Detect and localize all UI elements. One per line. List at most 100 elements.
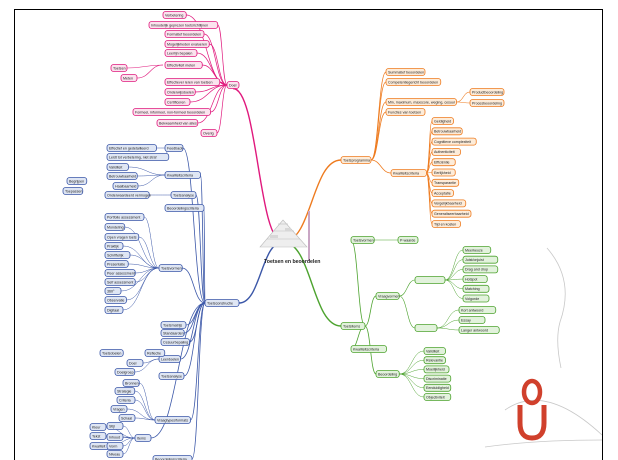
green-open-leaf[interactable]: Langer antwoord: [459, 327, 499, 334]
blue-leaf-node[interactable]: Niveau: [107, 451, 123, 458]
orange-criterion-node[interactable]: Authenticiteit: [432, 148, 461, 155]
green-quality-leaf[interactable]: Validiteit: [424, 348, 446, 355]
blue-leaf-node[interactable]: Self assessment: [105, 279, 135, 286]
blue-leaf-node[interactable]: Bronnen: [123, 380, 139, 387]
orange-criterion-node[interactable]: Cognitieve complexiteit: [432, 138, 476, 145]
orange-item-node[interactable]: Functies van toetsen: [386, 109, 425, 116]
blue-leaf-node[interactable]: Observatie: [105, 297, 127, 304]
blue-leaf-node[interactable]: Effectief en gedetailleerd: [107, 145, 157, 152]
blue-leaf-node[interactable]: Digitaal: [105, 307, 123, 314]
green-group-node[interactable]: Vraagvormen: [376, 293, 399, 300]
blue-group-node[interactable]: Toetsmatrijs: [161, 322, 186, 329]
orange-item-node[interactable]: Competentiegericht beoordelen: [386, 79, 441, 86]
blue-group-node[interactable]: Vraagtypes/formats: [155, 417, 191, 424]
blue-side-node[interactable]: Reflectie: [145, 350, 165, 357]
pink-sub-node[interactable]: Toetsen: [111, 65, 127, 72]
green-open-node[interactable]: [415, 325, 437, 332]
blue-leaf-node[interactable]: Kleur: [90, 424, 106, 431]
green-open-leaf[interactable]: Essay: [459, 317, 485, 324]
pink-item-node[interactable]: Effectiever leren van toetsen: [165, 79, 220, 86]
blue-leaf-node[interactable]: Portfolio assessment: [105, 214, 144, 221]
pink-item-node[interactable]: Formatief beoordelen: [165, 31, 204, 38]
blue-leaf-node[interactable]: Leidt tot verbetering, niet straf: [107, 154, 169, 161]
blue-group-node[interactable]: Items: [135, 435, 151, 442]
green-closed-leaf[interactable]: Meerkeuze: [463, 247, 491, 254]
orange-criterion-node[interactable]: Transparantie: [432, 179, 459, 186]
pink-item-node[interactable]: Leerlijn bepalen: [165, 50, 197, 57]
blue-leaf-node[interactable]: Onderwaardeerd vermogen: [105, 192, 151, 199]
pink-item-node[interactable]: Certificeren: [165, 99, 190, 106]
orange-item-node[interactable]: Kwaliteitscriteria: [391, 170, 427, 177]
blue-group-node[interactable]: Beoordelingscriteria: [165, 205, 204, 212]
orange-criterion-node[interactable]: Geldigheid: [432, 118, 454, 125]
blue-leaf-node[interactable]: Presentatie: [105, 261, 128, 268]
pink-item-node[interactable]: Verbetering: [163, 12, 186, 19]
green-open-leaf[interactable]: Kort antwoord: [459, 307, 496, 314]
green-closed-leaf[interactable]: Hotspot: [463, 276, 487, 283]
pink-item-node[interactable]: Overig: [201, 130, 217, 137]
orange-criterion-node[interactable]: Tijd en kosten: [432, 221, 461, 228]
blue-group-node[interactable]: Beoordelingscriteria: [153, 456, 192, 460]
blue-group-node[interactable]: Toetsanalyse: [159, 373, 184, 380]
blue-leaf-node[interactable]: Stijl: [107, 423, 123, 430]
blue-leaf-node[interactable]: Inhoud: [107, 434, 123, 441]
blue-group-node[interactable]: Toetsvormen: [159, 265, 182, 272]
blue-leaf-node[interactable]: Validiteit: [107, 164, 129, 171]
pink-item-node[interactable]: Onderwijsdoelen: [165, 89, 195, 96]
pink-sub-node[interactable]: Meten: [121, 75, 137, 82]
blue-leaf-node[interactable]: Haalbaarheid: [113, 183, 138, 190]
green-quality-leaf[interactable]: Eenduidigheid: [424, 384, 451, 391]
blue-leaf-node[interactable]: Vragen: [111, 406, 127, 413]
blue-group-node[interactable]: Kwaliteitscriteria: [165, 172, 201, 179]
blue-group-node[interactable]: Feedback: [165, 145, 183, 152]
green-closed-leaf[interactable]: Volgorde: [463, 295, 489, 302]
orange-item-node[interactable]: Summatief beoordelen: [386, 69, 425, 76]
green-group-node[interactable]: Toetsvormen: [351, 237, 374, 244]
blue-side-node[interactable]: Toepassen: [63, 188, 83, 195]
green-leaf-node[interactable]: P-waarde: [398, 237, 418, 244]
blue-leaf-node[interactable]: Strategie: [115, 388, 135, 395]
orange-criterion-node[interactable]: Acceptatie: [432, 190, 454, 197]
green-quality-leaf[interactable]: Moeilijkheid: [424, 366, 449, 373]
green-quality-leaf[interactable]: Objectiviteit: [424, 394, 451, 401]
green-closed-leaf[interactable]: Matching: [463, 285, 489, 292]
blue-leaf-node[interactable]: Mondeling: [105, 224, 125, 231]
blue-side-node[interactable]: Toetsdoelen: [100, 350, 123, 357]
green-quality-leaf[interactable]: Discriminatie: [424, 375, 451, 382]
blue-leaf-node[interactable]: Schaal: [119, 415, 135, 422]
blue-leaf-node[interactable]: Doelgroep: [115, 369, 135, 376]
blue-group-node[interactable]: Cesuurbepaling: [161, 339, 190, 346]
blue-leaf-node[interactable]: Criteria: [117, 397, 135, 404]
pink-item-node[interactable]: Inhoudelijk geprezen toetsrichtlijnen: [149, 22, 218, 29]
orange-criterion-node[interactable]: Eerlijkheid: [432, 169, 455, 176]
green-group-node[interactable]: Kwaliteitscriteria: [351, 346, 387, 353]
blue-leaf-node[interactable]: Doel: [127, 360, 143, 367]
blue-leaf-node[interactable]: Praktijk: [105, 243, 123, 250]
green-closed-node[interactable]: [415, 277, 445, 284]
green-quality-leaf[interactable]: Relevantie: [424, 357, 446, 364]
green-group-node[interactable]: Beoordeling: [376, 371, 399, 378]
orange-sub-node[interactable]: Productbeoordeling: [470, 89, 504, 96]
blue-leaf-node[interactable]: Peer assessment: [105, 270, 135, 277]
blue-leaf-node[interactable]: 360°: [105, 288, 121, 295]
blue-leaf-node[interactable]: Open vragen toets: [105, 234, 139, 241]
green-main-node[interactable]: Toetsitems: [341, 323, 365, 330]
blue-group-node[interactable]: Standaarden: [161, 330, 184, 337]
orange-criterion-node[interactable]: Betrouwbaarheid: [432, 128, 462, 135]
blue-leaf-node[interactable]: Tekst: [90, 433, 106, 440]
orange-criterion-node[interactable]: Efficiëntie: [432, 159, 455, 166]
orange-main-node[interactable]: Toetsprogramma: [341, 157, 371, 164]
blue-leaf-node[interactable]: Betrouwbaarheid: [107, 173, 137, 180]
blue-main-node[interactable]: Toetsconstructie: [205, 300, 239, 307]
orange-item-node[interactable]: Min, maximum, maxscore, weging, cesuur: [386, 99, 457, 106]
orange-sub-node[interactable]: Procesbeoordeling: [470, 100, 504, 107]
pink-item-node[interactable]: Mogelijkheden evalueren: [165, 41, 209, 48]
orange-criterion-node[interactable]: Vergelijkbaarheid: [432, 200, 466, 207]
orange-criterion-node[interactable]: Generaliseerbaarheid: [432, 210, 471, 217]
blue-group-node[interactable]: Toetsanalyse: [171, 192, 196, 199]
green-closed-leaf[interactable]: Juist/onjuist: [463, 256, 498, 263]
pink-item-node[interactable]: Formeel, informeel, non-formeel beoordel…: [133, 109, 211, 116]
green-closed-leaf[interactable]: Drag and drop: [463, 266, 498, 273]
